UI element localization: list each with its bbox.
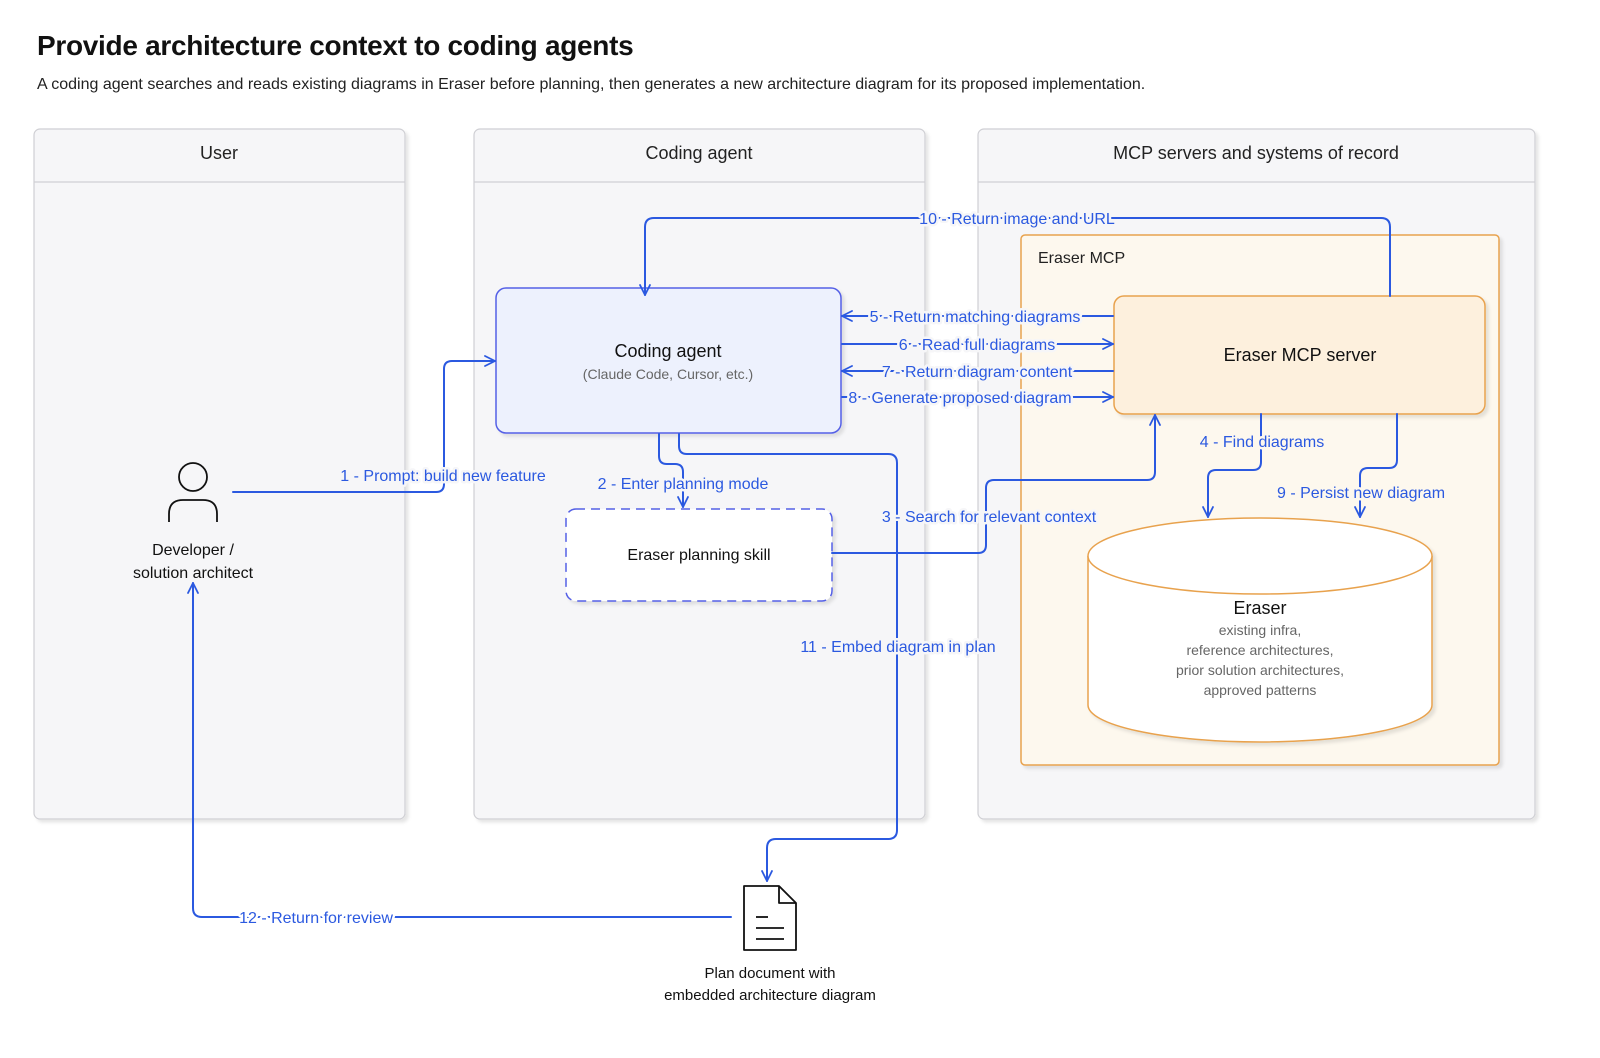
planning-skill-node: Eraser planning skill	[565, 508, 833, 602]
mcp-server-label: Eraser MCP server	[1224, 345, 1377, 365]
eraser-mcp-group-label: Eraser MCP	[1038, 250, 1125, 267]
eraser-db-line: reference architectures,	[1186, 642, 1333, 658]
edge-label-8: 8 - Generate proposed diagram	[848, 390, 1071, 407]
edge-label-12: 12 - Return for review	[239, 910, 393, 927]
edge-9-persist-diagram	[1354, 413, 1398, 518]
lane-agent-title: Coding agent	[645, 143, 752, 163]
planning-skill-label: Eraser planning skill	[627, 547, 770, 564]
edge-3-search-context	[831, 414, 1161, 554]
eraser-db-line: prior solution architectures,	[1176, 662, 1344, 678]
document-icon	[743, 885, 797, 951]
eraser-db-title: Eraser	[1233, 598, 1286, 618]
edge-2-enter-planning	[658, 433, 689, 508]
developer-label-line1: Developer /	[152, 542, 234, 559]
edge-11-embed-diagram	[678, 433, 898, 882]
edge-label-3: 3 - Search for relevant context	[882, 509, 1097, 526]
edge-10-return-image	[639, 217, 1391, 297]
edge-12-return-review	[187, 582, 732, 918]
edge-label-5: 5 - Return matching diagrams	[870, 309, 1081, 326]
edge-label-6: 6 - Read full diagrams	[899, 337, 1056, 354]
edge-label-2: 2 - Enter planning mode	[598, 476, 769, 493]
lane-user: User	[33, 128, 406, 820]
eraser-database	[1087, 517, 1433, 743]
person-icon	[168, 462, 218, 522]
edge-label-11: 11 - Embed diagram in plan	[800, 639, 995, 656]
lane-mcp-title: MCP servers and systems of record	[1113, 143, 1399, 163]
plan-doc-label-line1: Plan document with	[705, 965, 836, 982]
page-subtitle: A coding agent searches and reads existi…	[37, 76, 1146, 93]
coding-agent-node: Coding agent (Claude Code, Cursor, etc.)	[495, 287, 842, 434]
coding-agent-title: Coding agent	[614, 341, 721, 361]
edge-label-1: 1 - Prompt: build new feature	[340, 468, 546, 485]
lane-user-title: User	[200, 143, 238, 163]
page-title: Provide architecture context to coding a…	[37, 30, 634, 61]
coding-agent-subtitle: (Claude Code, Cursor, etc.)	[583, 366, 753, 382]
edge-4-find-diagrams	[1202, 413, 1262, 518]
edge-label-4: 4 - Find diagrams	[1200, 434, 1325, 451]
edge-1-prompt	[232, 355, 496, 493]
plan-doc-label-line2: embedded architecture diagram	[664, 987, 876, 1004]
eraser-db-line: approved patterns	[1204, 682, 1317, 698]
mcp-server-node: Eraser MCP server	[1113, 295, 1486, 415]
edge-label-10: 10 - Return image and URL	[919, 211, 1115, 228]
eraser-db-line: existing infra,	[1219, 622, 1301, 638]
edge-label-7: 7 - Return diagram content	[882, 364, 1073, 381]
developer-label-line2: solution architect	[133, 565, 254, 582]
edge-label-9: 9 - Persist new diagram	[1277, 485, 1445, 502]
